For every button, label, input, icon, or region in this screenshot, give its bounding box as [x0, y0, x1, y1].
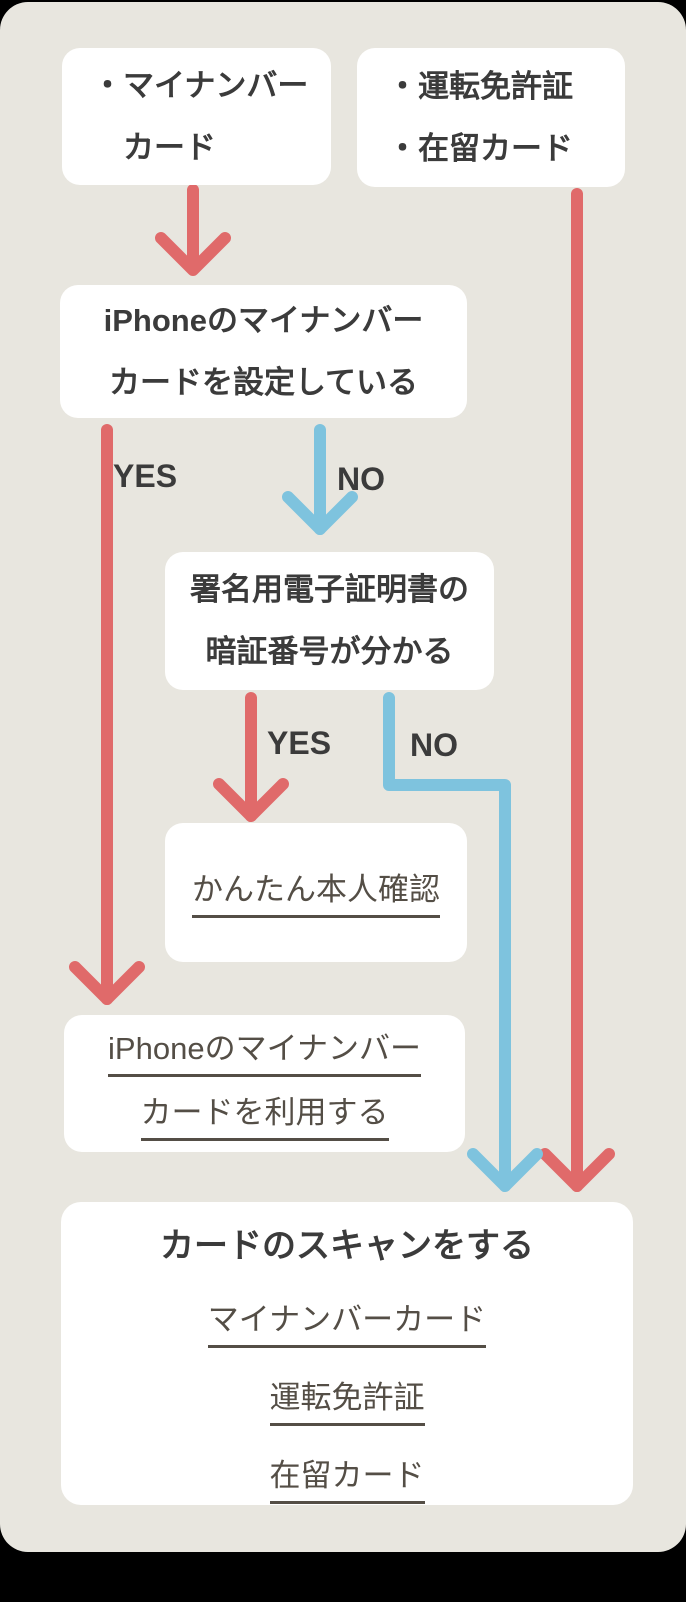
label-setup-yes: YES: [113, 458, 178, 494]
card-scan-link-license[interactable]: 運転免許証: [269, 1376, 425, 1426]
easy-kyc-link[interactable]: かんたん本人確認: [192, 868, 440, 918]
box-easy-kyc: かんたん本人確認: [165, 823, 467, 962]
use-iphone-card-link-line2[interactable]: カードを利用する: [140, 1091, 389, 1141]
box-source-license-residence: ・運転免許証 ・在留カード: [357, 48, 625, 187]
box-question-iphone-setup: iPhoneのマイナンバー カードを設定している: [60, 285, 467, 418]
label-pin-no: NO: [410, 727, 458, 763]
source-license-line2: ・在留カード: [387, 130, 573, 166]
source-mynumber-line1: ・マイナンバー: [92, 67, 309, 103]
question-iphone-setup-line2: カードを設定している: [108, 364, 419, 400]
question-iphone-setup-line1: iPhoneのマイナンバー: [103, 302, 424, 338]
card-scan-link-residence[interactable]: 在留カード: [269, 1454, 425, 1504]
box-use-iphone-card: iPhoneのマイナンバー カードを利用する: [64, 1015, 465, 1152]
label-pin-yes: YES: [267, 725, 332, 761]
box-question-pin-known: 署名用電子証明書の 暗証番号が分かる: [165, 552, 494, 690]
card-scan-link-mynumber[interactable]: マイナンバーカード: [207, 1298, 487, 1348]
source-license-line1: ・運転免許証: [387, 68, 573, 104]
box-card-scan: カードのスキャンをする マイナンバーカード 運転免許証 在留カード: [61, 1202, 633, 1505]
source-mynumber-line2: カード: [123, 129, 216, 165]
label-setup-no: NO: [337, 461, 385, 497]
box-source-mynumber-card: ・マイナンバー カード: [62, 48, 331, 185]
card-scan-title: カードのスキャンをする: [160, 1227, 534, 1265]
question-pin-line2: 暗証番号が分かる: [205, 634, 454, 669]
use-iphone-card-link-line1[interactable]: iPhoneのマイナンバー: [108, 1027, 421, 1077]
question-pin-line1: 署名用電子証明書の: [190, 572, 469, 607]
